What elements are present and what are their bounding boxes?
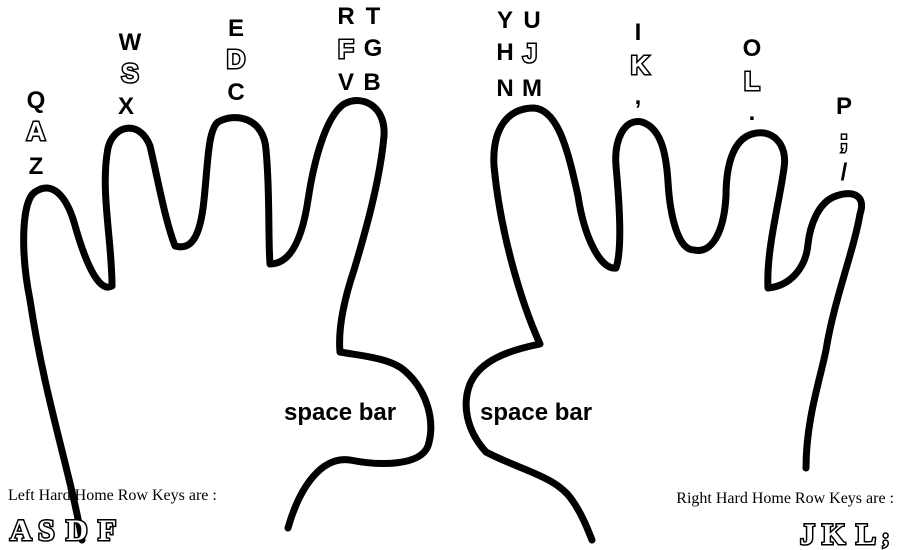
- home-key-K: K: [822, 518, 846, 550]
- key-V: V: [338, 69, 354, 96]
- home-key-D: D: [66, 514, 88, 547]
- key-R: R: [337, 3, 354, 30]
- home-key-F: F: [98, 514, 116, 547]
- key-I: I: [635, 19, 642, 46]
- key-U: U: [523, 7, 540, 34]
- home-key-L: L: [856, 518, 876, 550]
- key-slash: /: [841, 159, 848, 186]
- key-X: X: [118, 93, 134, 120]
- home-key-J: J: [800, 518, 815, 550]
- key-C: C: [227, 79, 244, 106]
- right-caption: Right Hard Home Row Keys are :: [676, 490, 894, 507]
- key-Z: Z: [29, 153, 44, 180]
- left-space-bar-label: space bar: [284, 399, 396, 426]
- home-key-A: A: [10, 514, 32, 547]
- home-key-S: S: [38, 514, 55, 547]
- right-hand-outline: [462, 104, 865, 544]
- key-F: F: [338, 34, 354, 64]
- key-T: T: [366, 3, 381, 30]
- key-P: P: [836, 93, 852, 120]
- key-N: N: [496, 75, 513, 102]
- key-G: G: [364, 35, 383, 62]
- key-D: D: [227, 44, 246, 74]
- key-L: L: [744, 66, 760, 96]
- key-semicolon: ;: [840, 124, 849, 154]
- key-S: S: [121, 58, 138, 88]
- right-space-bar-label: space bar: [480, 399, 592, 426]
- key-K: K: [631, 50, 650, 80]
- key-period: .: [749, 99, 756, 126]
- key-J: J: [523, 38, 537, 68]
- key-M: M: [522, 75, 542, 102]
- key-H: H: [496, 39, 513, 66]
- key-comma: ,: [635, 83, 642, 110]
- left-hand-outline: [20, 97, 435, 544]
- key-A: A: [27, 116, 46, 146]
- key-O: O: [743, 35, 762, 62]
- left-caption: Left Hard Home Row Keys are :: [8, 487, 217, 504]
- key-Y: Y: [497, 7, 513, 34]
- key-E: E: [228, 15, 244, 42]
- home-key-semicolon: ;: [882, 524, 889, 549]
- key-Q: Q: [27, 87, 46, 114]
- key-W: W: [119, 29, 142, 56]
- key-B: B: [363, 69, 380, 96]
